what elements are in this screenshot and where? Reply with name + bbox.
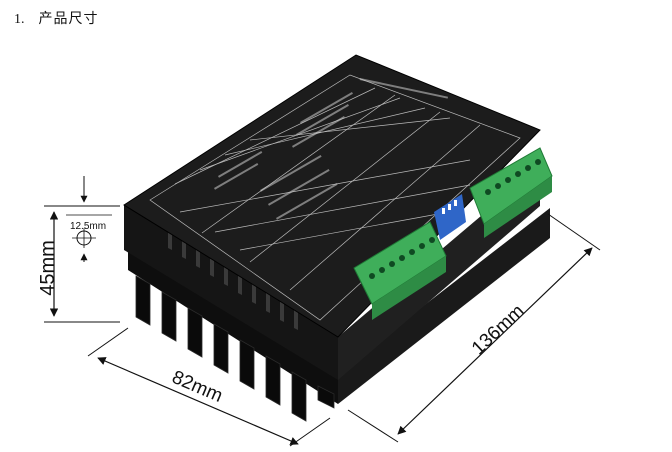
height-dimension: 45mm [37,205,120,323]
housing-front-face [124,205,338,380]
section-number: 1. [14,12,25,27]
length-label: 136mm [468,301,529,360]
hole-offset-label: 12.5mm [70,221,106,232]
housing-top-panel [123,54,541,338]
label-table [149,74,521,321]
section-heading: 1. 产品尺寸 [14,8,99,28]
dip-switch [434,194,466,240]
stepper-driver-image [123,54,553,422]
label-text-rows [214,78,449,220]
section-title: 产品尺寸 [38,11,99,27]
terminal-block-right [469,147,553,238]
hole-offset-dimension: 12.5mm [66,176,112,262]
height-label: 45mm [37,240,59,296]
